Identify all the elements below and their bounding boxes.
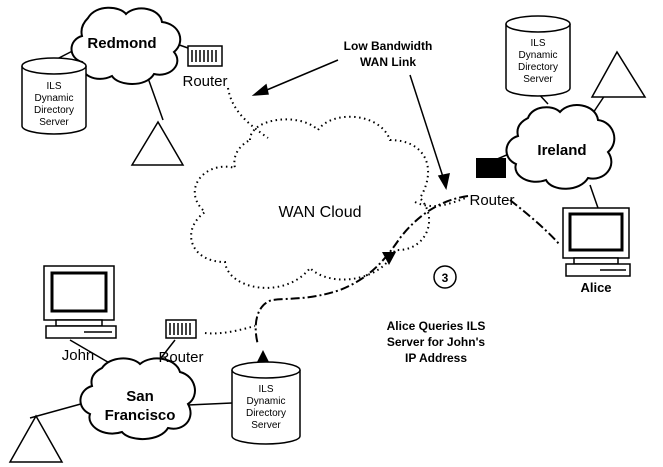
svg-text:Directory: Directory xyxy=(518,62,558,73)
ireland-wan-link xyxy=(414,196,469,208)
redmond-site: Redmond xyxy=(70,6,182,85)
query-path xyxy=(254,195,561,346)
ireland-site: Ireland xyxy=(505,104,616,190)
ireland-antenna-icon xyxy=(590,50,647,98)
svg-text:Dynamic: Dynamic xyxy=(519,50,558,61)
alice-computer-icon xyxy=(562,207,631,277)
dotted-links xyxy=(204,87,469,335)
svg-text:ILS: ILS xyxy=(258,384,273,395)
sf-ils-server: ILS Dynamic Directory Server xyxy=(231,361,301,445)
sf-to-server-line xyxy=(187,402,233,406)
sf-router-label: Router xyxy=(158,349,203,366)
ireland-label: Ireland xyxy=(537,142,586,159)
sf-label-line2: Francisco xyxy=(105,407,176,424)
svg-text:Dynamic: Dynamic xyxy=(247,396,286,407)
sf-wan-link xyxy=(204,325,256,335)
svg-text:Server: Server xyxy=(251,420,281,431)
redmond-router-icon xyxy=(187,45,223,67)
john-label: John xyxy=(62,347,95,364)
step-number: 3 xyxy=(442,271,449,285)
sf-router-icon xyxy=(165,319,197,339)
redmond-router-label: Router xyxy=(182,73,227,90)
redmond-ils-server: ILS Dynamic Directory Server xyxy=(21,57,87,135)
ireland-router-icon xyxy=(476,158,506,178)
redmond-cloud xyxy=(70,6,182,85)
server-arrow-head xyxy=(257,350,269,362)
wan-link-label-line2: WAN Link xyxy=(360,55,416,69)
alice-label: Alice xyxy=(580,280,611,295)
sf-label-line1: San xyxy=(126,388,154,405)
john-computer-icon xyxy=(43,265,117,339)
svg-text:Directory: Directory xyxy=(34,105,74,116)
query-text-line2: Server for John's xyxy=(387,335,486,349)
svg-text:Server: Server xyxy=(523,74,553,85)
sf-to-antenna-line xyxy=(29,401,89,419)
svg-text:Directory: Directory xyxy=(246,408,286,419)
svg-text:Dynamic: Dynamic xyxy=(35,93,74,104)
query-text-line3: IP Address xyxy=(405,351,467,365)
san-francisco-site: San Francisco xyxy=(79,357,196,440)
query-path-ireland xyxy=(509,199,561,246)
query-text-line1: Alice Queries ILS xyxy=(387,319,486,333)
wan-link-label-line1: Low Bandwidth xyxy=(344,39,433,53)
step-badge: 3 xyxy=(433,265,457,289)
svg-text:ILS: ILS xyxy=(530,38,545,49)
svg-text:ILS: ILS xyxy=(46,81,61,92)
san-francisco-cloud xyxy=(79,357,196,440)
pointer-arrow-redmond xyxy=(251,83,269,96)
ireland-to-alice-line xyxy=(589,184,599,209)
query-arrow-head xyxy=(382,252,396,265)
ireland-cloud xyxy=(505,104,616,190)
redmond-to-antenna-line xyxy=(147,77,164,121)
wan-link-pointers xyxy=(251,59,450,191)
wan-cloud xyxy=(190,115,431,289)
redmond-antenna-icon xyxy=(130,120,185,166)
pointer-arrow-ireland xyxy=(437,173,450,191)
svg-text:Server: Server xyxy=(39,117,69,128)
wan-cloud-label: WAN Cloud xyxy=(279,204,362,221)
sf-antenna-icon xyxy=(8,414,64,463)
ireland-ils-server: ILS Dynamic Directory Server xyxy=(505,15,571,97)
ireland-router-label: Router xyxy=(469,192,514,209)
redmond-wan-link xyxy=(227,87,269,139)
query-path-wan xyxy=(254,195,469,346)
redmond-label: Redmond xyxy=(87,35,156,52)
